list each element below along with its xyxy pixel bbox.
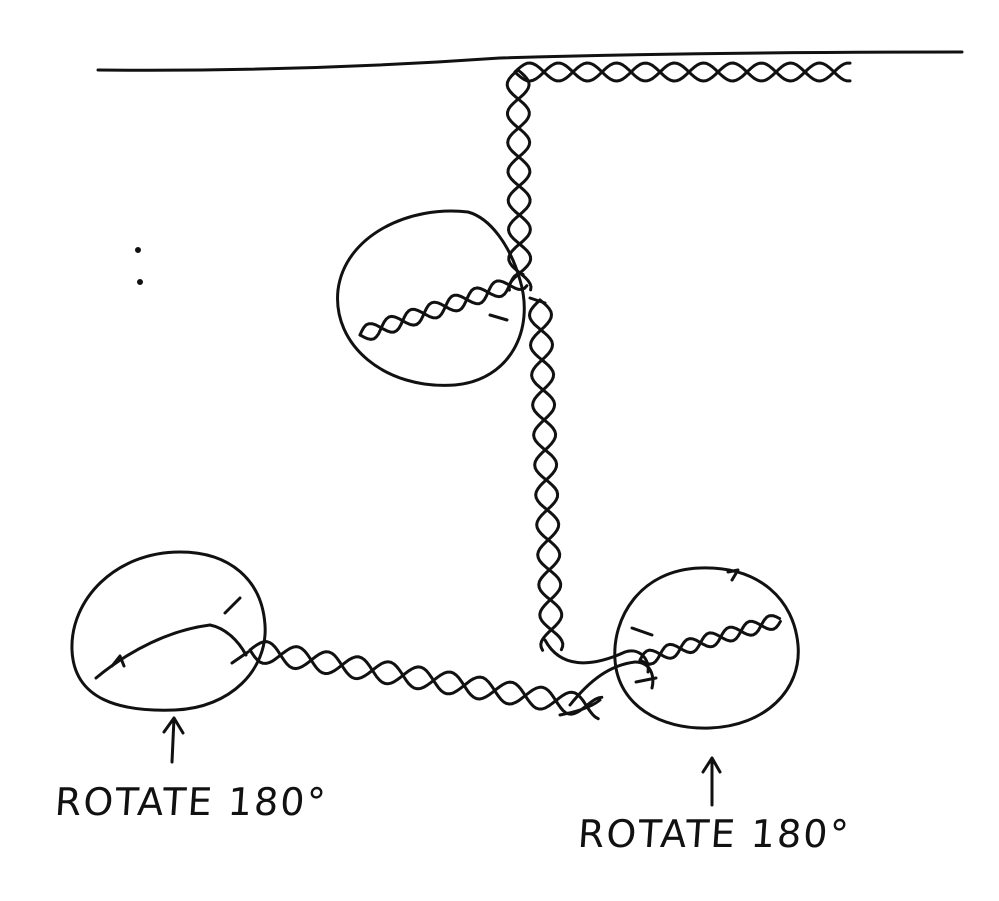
helix-strand: [528, 298, 565, 652]
lower-vertical-twisted-segment: [528, 298, 565, 652]
helix-strand: [248, 645, 604, 716]
right-up-arrow: [701, 756, 722, 807]
bottom-twisted-segment: [248, 640, 604, 721]
top-twisted-segment: [513, 61, 852, 83]
lower-right-loop-circle: [613, 566, 800, 730]
helix-strand: [248, 640, 600, 721]
upper-tick-mark-2: [528, 296, 547, 305]
junction-curve-c: [558, 698, 602, 717]
upper-inner-twist: [358, 272, 529, 341]
upper-loop-circle: [336, 209, 526, 387]
lower-left-loop-circle: [70, 550, 267, 712]
stray-dot: [137, 279, 143, 285]
lower-left-inner-strand: [94, 623, 212, 680]
lower-right-inner-twist: [638, 614, 782, 666]
junction-curve-b: [568, 660, 655, 707]
lower-left-tick-mark: [223, 596, 242, 615]
left-up-arrow: [162, 716, 185, 764]
helix-strand: [638, 614, 782, 662]
helix-strand: [638, 619, 782, 666]
helix-strand: [358, 272, 525, 341]
rotate-label-right: ROTATE 180°: [576, 812, 852, 856]
helix-strand: [358, 279, 529, 337]
lower-left-tick-mark-2: [230, 650, 250, 665]
helix-strand: [529, 298, 564, 652]
stray-dot: [135, 247, 141, 253]
junction-curve-a: [543, 638, 650, 674]
helix-strand: [506, 68, 533, 292]
helix-strand: [513, 61, 852, 83]
lower-left-inner-strand-2: [208, 623, 248, 657]
upper-tick-mark: [488, 313, 509, 322]
lower-right-arrowhead: [726, 568, 740, 582]
lower-left-arrowhead: [110, 654, 126, 668]
helix-strand: [513, 61, 852, 83]
top-baseline-line: [96, 50, 964, 72]
lower-right-tick-mark: [630, 626, 654, 637]
rotate-label-left: ROTATE 180°: [53, 780, 329, 824]
